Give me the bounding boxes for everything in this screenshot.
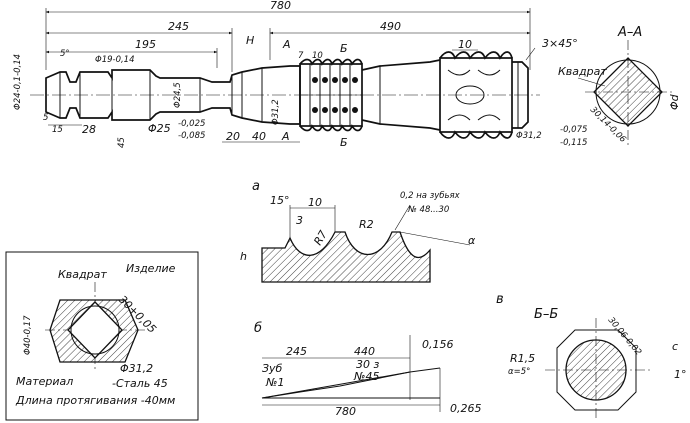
dim-195: 195 (135, 38, 156, 51)
section-aa-title: A–A (617, 25, 642, 40)
dim-45: 45 (117, 137, 127, 148)
profile-0156: 0,156 (422, 338, 454, 351)
tooth-r7: R7 (311, 228, 330, 247)
part-material-2: -Сталь 45 (112, 377, 168, 390)
dia-31-2-right: Φ31,2 (516, 131, 542, 141)
dim-780: 780 (270, 0, 291, 12)
tooth-detail-tag: а (252, 179, 260, 194)
part-box: Квадрат Изделие 30+0,05 Φ40-0,17 Φ31,2 М… (5, 251, 199, 421)
section-bb: в Б–Б R1,5 α=5° 30,06-0,02 1° c (496, 292, 687, 420)
tooth-land: 0,2 на зубьях (400, 191, 461, 201)
teeth-block-2 (439, 51, 529, 139)
tol-guide-bot: -0,115 (560, 138, 587, 148)
dim-20: 20 (226, 130, 240, 143)
teeth-block-1 (299, 58, 363, 132)
profile-440: 440 (354, 345, 375, 358)
tooth-teeth: № 48...30 (407, 205, 449, 215)
section-bb-r: R1,5 (510, 352, 535, 365)
profile-tag: б (254, 321, 262, 336)
dim-7: 7 (298, 51, 304, 61)
part-length: Длина протягивания -40мм (15, 394, 175, 407)
profile-tooth30-a: 30 з (356, 358, 379, 371)
profile-0265: 0,265 (450, 402, 482, 415)
tooth-detail: а 15° 10 3 R2 R7 0,2 на зубьях № 48...30… (240, 179, 476, 283)
tooth-dim-3: 3 (296, 214, 303, 227)
dim-10-right: 10 (458, 38, 472, 51)
section-a-bottom: A (281, 130, 290, 143)
tooth-r2: R2 (359, 218, 374, 231)
section-bb-title: Б–Б (534, 307, 558, 322)
chamfer: 3×45° (542, 37, 578, 50)
section-bb-angle-1: 1° (674, 368, 687, 381)
profile-tooth1-b: №1 (265, 376, 284, 389)
dim-490: 490 (380, 20, 401, 33)
profile-780: 780 (335, 405, 356, 418)
tol-guide-top: -0,075 (560, 125, 587, 135)
section-aa-square: Квадрат (558, 65, 607, 78)
part-dia-40: Φ40-0,17 (23, 315, 33, 355)
tol-25-top: -0,025 (178, 119, 205, 129)
dia-19: Φ19-0,14 (95, 55, 135, 65)
dim-5: 5 (43, 113, 48, 123)
section-b-top: Б (340, 42, 348, 55)
dim-15: 15 (52, 125, 63, 135)
section-bb-alpha: α=5° (508, 367, 530, 377)
mark-h: H (246, 34, 254, 47)
profile-tooth1-a: Зуб (262, 362, 283, 375)
part-label: Изделие (126, 262, 176, 275)
dim-10: 10 (312, 51, 323, 61)
dia-left-tail: Φ24-0,1-0,14 (13, 54, 23, 110)
dim-245: 245 (168, 20, 189, 33)
dia-31-2: Φ31,2 (271, 99, 281, 125)
tooth-h: h (240, 250, 247, 263)
tooth-dim-10: 10 (308, 196, 322, 209)
section-a-top: A (282, 38, 291, 51)
section-b-bottom: Б (340, 136, 348, 149)
angle-5: 5° (60, 49, 70, 59)
main-view: 780 245 490 195 (13, 0, 587, 149)
section-aa-dia: Φd (668, 93, 681, 110)
tooth-alpha: α (468, 234, 476, 247)
tol-25-bot: -0,085 (178, 131, 205, 141)
section-bb-tag: в (496, 292, 504, 307)
profile-245: 245 (286, 345, 307, 358)
tooth-angle: 15° (270, 194, 290, 207)
part-square-label: Квадрат (58, 268, 107, 281)
dia-24-5: Φ24,5 (173, 82, 183, 108)
dim-28: 28 (82, 123, 96, 136)
part-dia-31: Φ31,2 (120, 362, 153, 375)
dim-40: 40 (252, 130, 266, 143)
dia-25: Φ25 (148, 122, 171, 135)
profile-diagram: б 245 440 Зуб №1 30 з №45 0,156 780 0,26… (254, 321, 482, 418)
part-material-1: Материал (16, 375, 73, 388)
profile-tooth30-b: №45 (353, 370, 379, 383)
section-bb-c: c (672, 340, 678, 353)
